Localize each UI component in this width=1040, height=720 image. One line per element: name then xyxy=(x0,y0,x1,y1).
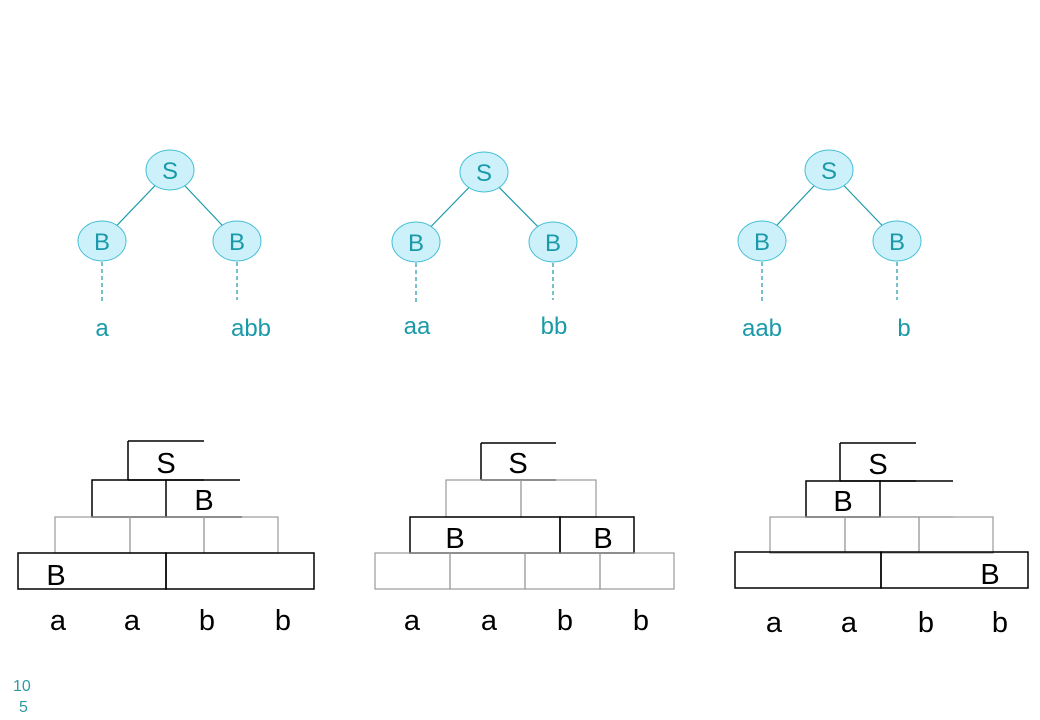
right-yield: bb xyxy=(541,313,568,340)
root-node-label: S xyxy=(476,160,492,187)
cell-label: B xyxy=(833,486,852,518)
left-yield: aa xyxy=(404,313,431,340)
cell xyxy=(769,516,846,554)
cell xyxy=(374,552,451,590)
left-node-label: B xyxy=(94,229,110,256)
left-node-label: B xyxy=(408,230,424,257)
input-symbol: b xyxy=(199,605,215,637)
cell xyxy=(165,552,315,590)
cell-label: S xyxy=(156,448,175,480)
cyk-table-3: S B B a a b b xyxy=(734,442,1029,639)
parse-tree-3: S B B aab b xyxy=(737,149,922,342)
page-number-line-2: 5 xyxy=(19,699,28,716)
cell-label: S xyxy=(868,449,887,481)
left-yield: a xyxy=(95,315,109,342)
right-node-label: B xyxy=(545,230,561,257)
input-symbol: a xyxy=(481,605,498,637)
right-yield: b xyxy=(897,315,910,342)
root-node-label: S xyxy=(162,158,178,185)
cell-label: B xyxy=(445,523,464,555)
left-node xyxy=(77,220,127,262)
cell xyxy=(203,516,279,554)
cell xyxy=(91,479,167,518)
cell xyxy=(129,516,205,554)
cell xyxy=(449,552,526,590)
input-symbol: b xyxy=(992,607,1008,639)
parse-tree-1: S B B a abb xyxy=(77,149,271,342)
right-node xyxy=(528,221,578,263)
root-node xyxy=(145,149,195,191)
right-node xyxy=(212,220,262,262)
right-yield: abb xyxy=(231,315,271,342)
input-symbol: a xyxy=(124,605,141,637)
input-symbol: b xyxy=(918,607,934,639)
input-symbol: b xyxy=(275,605,291,637)
page-number-line-1: 10 xyxy=(13,678,31,695)
cell xyxy=(599,552,675,590)
cyk-table-2: S B B a a b b xyxy=(374,442,675,637)
cell-label: S xyxy=(508,448,527,480)
cell xyxy=(445,479,522,518)
parse-tree-2: S B B aa bb xyxy=(391,151,578,340)
cell-label: B xyxy=(46,560,65,592)
left-node xyxy=(391,221,441,263)
cyk-table-1: S B B a a b b xyxy=(17,440,315,637)
left-yield: aab xyxy=(742,315,782,342)
cell xyxy=(734,551,882,589)
input-symbol: a xyxy=(766,607,783,639)
right-node-label: B xyxy=(889,229,905,256)
left-node-label: B xyxy=(754,229,770,256)
input-symbol: b xyxy=(633,605,649,637)
left-node xyxy=(737,220,787,262)
cell xyxy=(54,516,131,554)
cell xyxy=(524,552,601,590)
right-node xyxy=(872,220,922,262)
cell xyxy=(844,516,920,554)
cell xyxy=(409,516,561,554)
root-node xyxy=(459,151,509,193)
cell xyxy=(918,516,994,554)
input-symbol: a xyxy=(841,607,858,639)
cell xyxy=(880,551,1029,589)
cell-label: B xyxy=(593,523,612,555)
input-symbol: a xyxy=(50,605,67,637)
input-symbol: b xyxy=(557,605,573,637)
cell-label: B xyxy=(980,559,999,591)
input-symbol: a xyxy=(404,605,421,637)
cell xyxy=(520,479,597,518)
cell-label: B xyxy=(194,485,213,517)
page-number: 10 5 xyxy=(13,676,43,718)
root-node xyxy=(804,149,854,191)
cell xyxy=(17,552,167,590)
root-node-label: S xyxy=(821,158,837,185)
right-node-label: B xyxy=(229,229,245,256)
